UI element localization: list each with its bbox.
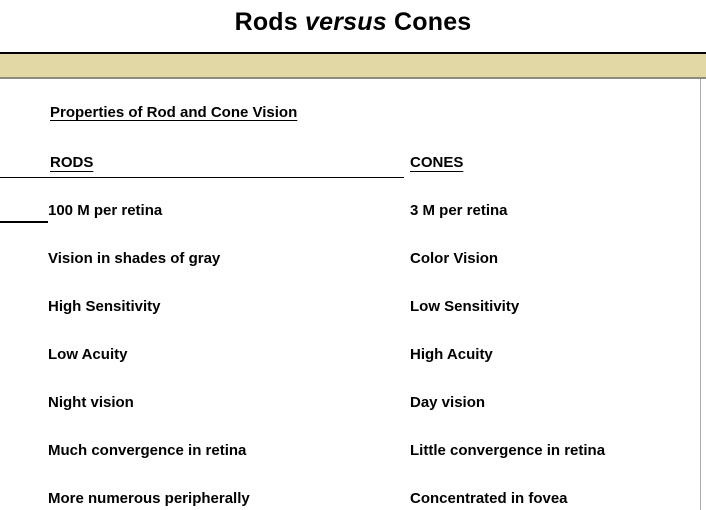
table-cell-cones-2: Low Sensitivity — [410, 298, 520, 315]
column-header-rods: RODS — [50, 154, 94, 171]
table-cell-cones-5: Little convergence in retina — [410, 442, 606, 459]
first-row-left-rule — [0, 221, 48, 223]
table-cell-rods-5: Much convergence in retina — [48, 442, 247, 459]
table-cell-cones-0: 3 M per retina — [410, 202, 508, 219]
page-title-part-2: Cones — [386, 8, 472, 36]
table-cell-rods-1: Vision in shades of gray — [48, 250, 221, 267]
table-cell-rods-3: Low Acuity — [48, 346, 128, 363]
table-cell-cones-1: Color Vision — [410, 250, 499, 267]
column-header-cones: CONES — [410, 154, 464, 171]
section-heading: Properties of Rod and Cone Vision — [50, 104, 298, 121]
banner-rule-top — [0, 52, 706, 54]
page-title: Rods versus Cones — [0, 8, 706, 37]
header-underline-rule — [0, 177, 404, 178]
table-cell-rods-6: More numerous peripherally — [48, 490, 250, 507]
table-cell-rods-0: 100 M per retina — [48, 202, 163, 219]
table-cell-cones-4: Day vision — [410, 394, 486, 411]
table-cell-rods-4: Night vision — [48, 394, 134, 411]
table-cell-cones-6: Concentrated in fovea — [410, 490, 568, 507]
banner-rule-bottom — [0, 77, 706, 79]
table-cell-cones-3: High Acuity — [410, 346, 493, 363]
title-banner — [0, 54, 706, 77]
right-page-border — [700, 79, 701, 510]
page-title-part-1: Rods — [234, 8, 306, 36]
page-title-emphasis: versus — [305, 8, 387, 36]
table-cell-rods-2: High Sensitivity — [48, 298, 161, 315]
